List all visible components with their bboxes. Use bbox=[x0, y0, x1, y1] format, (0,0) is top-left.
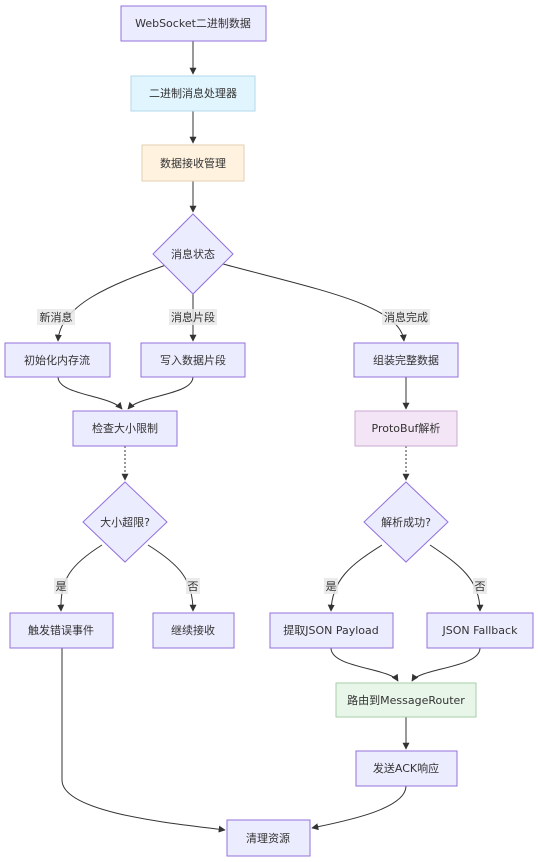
edge-size-yes bbox=[57, 544, 103, 612]
node-data-recv-label: 数据接收管理 bbox=[160, 156, 226, 170]
edge-label-size-yes-text: 是 bbox=[56, 580, 67, 593]
node-protobuf: ProtoBuf解析 bbox=[354, 410, 458, 447]
edge-label-new-msg-text: 新消息 bbox=[40, 310, 73, 324]
nodes: WebSocket二进制数据 二进制消息处理器 数据接收管理 消息状态 初始化内… bbox=[4, 5, 534, 857]
node-binary-handler: 二进制消息处理器 bbox=[130, 75, 256, 112]
edge-json-to-route bbox=[330, 647, 399, 682]
edge-ack-to-cleanup bbox=[311, 785, 407, 831]
node-json-fallback: JSON Fallback bbox=[426, 612, 534, 649]
edge-label-parse-no-text: 否 bbox=[475, 580, 486, 593]
edge-label-msg-chunk: 消息片段 bbox=[169, 309, 217, 325]
edge-label-msg-chunk-text: 消息片段 bbox=[171, 310, 215, 324]
edge-label-parse-yes-text: 是 bbox=[326, 580, 337, 593]
edge-state-to-assemble bbox=[222, 263, 407, 342]
node-ws-binary-label: WebSocket二进制数据 bbox=[135, 16, 251, 30]
node-cleanup: 清理资源 bbox=[226, 819, 311, 857]
node-parse-ok: 解析成功? bbox=[363, 481, 449, 563]
edge-label-size-no: 否 bbox=[186, 578, 200, 594]
node-protobuf-label: ProtoBuf解析 bbox=[372, 421, 441, 435]
node-send-ack-label: 发送ACK响应 bbox=[373, 761, 439, 775]
node-ws-binary: WebSocket二进制数据 bbox=[120, 5, 267, 42]
edge-parse-no bbox=[429, 544, 484, 612]
node-check-size-label: 检查大小限制 bbox=[92, 421, 158, 435]
edge-label-msg-complete-text: 消息完成 bbox=[384, 310, 428, 324]
edge-label-parse-no: 否 bbox=[473, 578, 487, 594]
node-json-fallback-label: JSON Fallback bbox=[442, 624, 519, 637]
node-send-ack: 发送ACK响应 bbox=[355, 750, 458, 787]
node-write-chunk: 写入数据片段 bbox=[140, 342, 246, 378]
edge-fallback-to-route bbox=[411, 647, 481, 682]
node-continue-recv-label: 继续接收 bbox=[171, 623, 215, 637]
node-extract-json: 提取JSON Payload bbox=[269, 612, 394, 649]
edge-write-to-check bbox=[127, 376, 194, 410]
node-assemble-label: 组装完整数据 bbox=[373, 353, 439, 367]
node-route-label: 路由到MessageRouter bbox=[347, 693, 465, 707]
edge-size-no bbox=[147, 544, 197, 612]
node-init-stream-label: 初始化内存流 bbox=[24, 353, 90, 367]
edge-label-new-msg: 新消息 bbox=[37, 309, 75, 325]
edges bbox=[54, 41, 484, 833]
edge-label-parse-yes: 是 bbox=[324, 578, 338, 594]
node-assemble: 组装完整数据 bbox=[353, 342, 459, 378]
node-binary-handler-label: 二进制消息处理器 bbox=[149, 86, 237, 100]
edge-label-size-no-text: 否 bbox=[188, 580, 199, 593]
edge-labels: 新消息 消息片段 消息完成 是 否 是 否 bbox=[37, 309, 487, 594]
node-size-exceeded-label: 大小超限? bbox=[100, 515, 150, 529]
node-check-size: 检查大小限制 bbox=[72, 410, 178, 447]
edge-label-size-yes: 是 bbox=[54, 578, 68, 594]
node-data-recv: 数据接收管理 bbox=[141, 144, 245, 182]
edge-label-msg-complete: 消息完成 bbox=[382, 309, 430, 325]
node-raise-error: 触发错误事件 bbox=[9, 612, 114, 649]
node-raise-error-label: 触发错误事件 bbox=[28, 623, 94, 637]
node-msg-state: 消息状态 bbox=[152, 213, 234, 295]
edge-parse-yes bbox=[327, 544, 383, 612]
node-route: 路由到MessageRouter bbox=[335, 682, 477, 718]
node-parse-ok-label: 解析成功? bbox=[381, 515, 431, 529]
node-write-chunk-label: 写入数据片段 bbox=[160, 353, 226, 367]
node-extract-json-label: 提取JSON Payload bbox=[283, 624, 379, 637]
node-init-stream: 初始化内存流 bbox=[4, 342, 111, 378]
node-msg-state-label: 消息状态 bbox=[171, 247, 215, 261]
edge-error-to-cleanup bbox=[61, 648, 226, 833]
edge-init-to-check bbox=[57, 376, 123, 410]
node-size-exceeded: 大小超限? bbox=[82, 481, 168, 563]
node-continue-recv: 继续接收 bbox=[152, 612, 235, 649]
edge-state-to-init bbox=[54, 264, 167, 342]
node-cleanup-label: 清理资源 bbox=[246, 831, 290, 845]
